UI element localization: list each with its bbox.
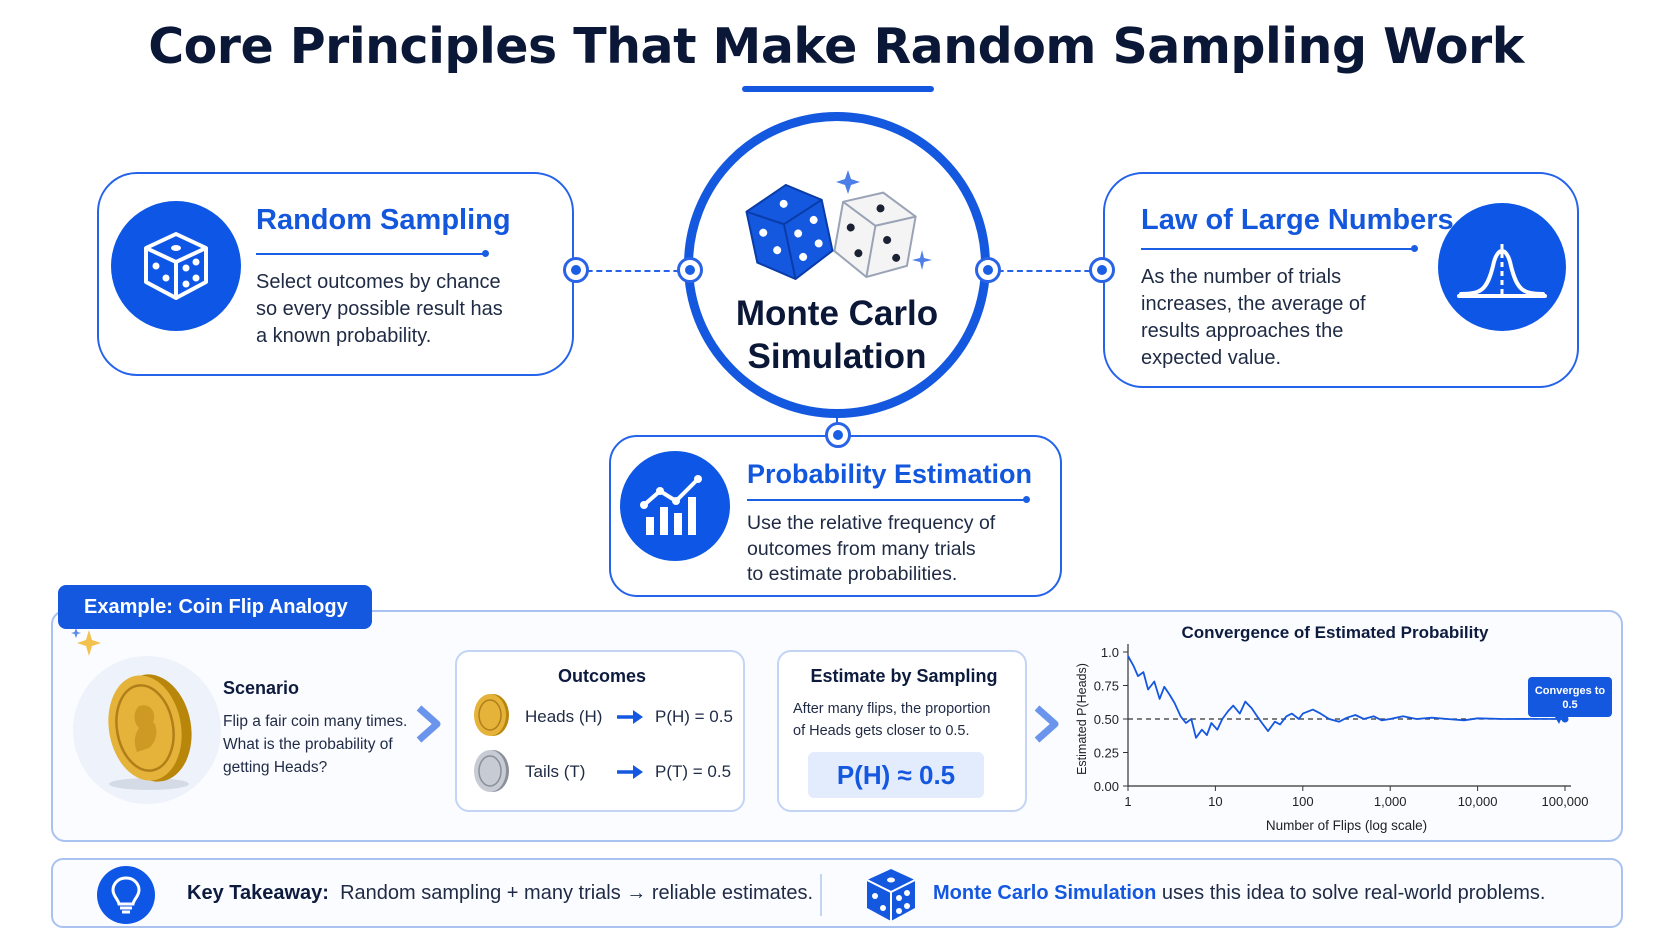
dice-icon (866, 869, 916, 921)
sparkle-icon (71, 628, 101, 656)
page-title: Core Principles That Make Random Samplin… (148, 18, 1524, 75)
connector-left (577, 270, 689, 272)
probability-estimation-text: Use the relative frequency of outcomes f… (747, 512, 996, 585)
connector-right (988, 270, 1100, 272)
x-tick-label: 10,000 (1458, 794, 1498, 809)
bar-chart-icon (620, 451, 730, 561)
outcomes-card: Outcomes Heads (H) P(H) = 0.5 Tails (T) … (455, 650, 745, 812)
example-tag: Example: Coin Flip Analogy (58, 585, 372, 629)
random-sampling-text: Select outcomes by chance so every possi… (256, 271, 503, 347)
y-tick-label: 0.25 (1094, 746, 1119, 761)
x-tick-label: 1 (1124, 794, 1131, 809)
connector-dot (975, 257, 1001, 283)
annotation-box (1528, 677, 1612, 717)
divider (820, 874, 822, 916)
title-underline (742, 86, 934, 92)
y-tick-label: 1.0 (1101, 645, 1119, 660)
law-rule (1141, 245, 1418, 252)
series-end-point (1561, 715, 1569, 723)
estimate-text: After many flips, the proportion of Head… (793, 701, 991, 739)
y-tick-label: 0.50 (1094, 712, 1119, 727)
lightbulb-icon (97, 866, 155, 924)
takeaway-bar: Key Takeaway: Random sampling + many tri… (51, 858, 1623, 928)
y-tick-label: 0.75 (1094, 679, 1119, 694)
x-tick-label: 100,000 (1542, 794, 1589, 809)
x-tick-label: 10 (1208, 794, 1222, 809)
connector-dot (825, 422, 851, 448)
coin-icon (73, 656, 221, 804)
scenario-text: Flip a fair coin many times. What is the… (223, 713, 408, 776)
sparkle-icon (912, 250, 932, 270)
dice-pair-icon (745, 170, 932, 281)
estimate-value: P(H) ≈ 0.5 (808, 752, 984, 798)
connector-dot (1089, 257, 1115, 283)
chevron-right-icon (416, 705, 441, 743)
x-tick-label: 100 (1292, 794, 1314, 809)
outcomes-heading: Outcomes (557, 666, 647, 686)
center-title: Monte Carlo Simulation (735, 294, 939, 376)
takeaway-mc-text: Monte Carlo Simulation uses this idea to… (933, 882, 1546, 904)
annotation-pointer (1555, 717, 1562, 724)
tails-label: Tails (T) (525, 762, 586, 781)
x-tick-label: 1,000 (1374, 794, 1407, 809)
sparkle-icon (836, 170, 860, 194)
heads-label: Heads (H) (525, 707, 603, 726)
probability-estimation-card: Probability Estimation Use the relative … (609, 435, 1062, 597)
law-of-large-numbers-card: Law of Large Numbers As the number of tr… (1103, 172, 1579, 388)
random-sampling-rule (256, 250, 489, 257)
random-sampling-card: Random Sampling Select outcomes by chanc… (97, 172, 574, 376)
connector-dot (677, 257, 703, 283)
arrow-right-icon (617, 765, 643, 779)
bell-curve-icon (1438, 203, 1566, 331)
heads-probability: P(H) = 0.5 (655, 707, 733, 726)
law-heading: Law of Large Numbers (1141, 204, 1454, 236)
probability-estimation-rule (747, 496, 1030, 503)
scenario-heading: Scenario (223, 678, 300, 698)
coin-tails-icon (474, 750, 509, 792)
connector-dot (563, 257, 589, 283)
takeaway-text: Key Takeaway: Random sampling + many tri… (187, 882, 814, 904)
convergence-chart: Convergence of Estimated Probability 0.00… (1075, 623, 1612, 833)
dice-icon (111, 201, 241, 331)
y-axis-label: Estimated P(Heads) (1075, 663, 1089, 775)
chevron-right-icon (1034, 705, 1059, 743)
tails-probability: P(T) = 0.5 (655, 762, 732, 781)
estimate-heading: Estimate by Sampling (810, 666, 998, 686)
arrow-right-icon (617, 710, 643, 724)
chart-title: Convergence of Estimated Probability (1181, 623, 1489, 642)
x-axis-label: Number of Flips (log scale) (1266, 818, 1427, 833)
series-line (1127, 655, 1566, 739)
annotation-text-line: Converges to (1535, 685, 1606, 697)
example-panel: Scenario Flip a fair coin many times. Wh… (51, 610, 1623, 842)
law-text: As the number of trials increases, the a… (1141, 266, 1366, 369)
random-sampling-heading: Random Sampling (256, 204, 511, 236)
y-tick-label: 0.00 (1094, 779, 1119, 794)
annotation-text-line: 0.5 (1562, 699, 1577, 711)
probability-estimation-heading: Probability Estimation (747, 459, 1033, 489)
coin-heads-icon (474, 694, 509, 736)
